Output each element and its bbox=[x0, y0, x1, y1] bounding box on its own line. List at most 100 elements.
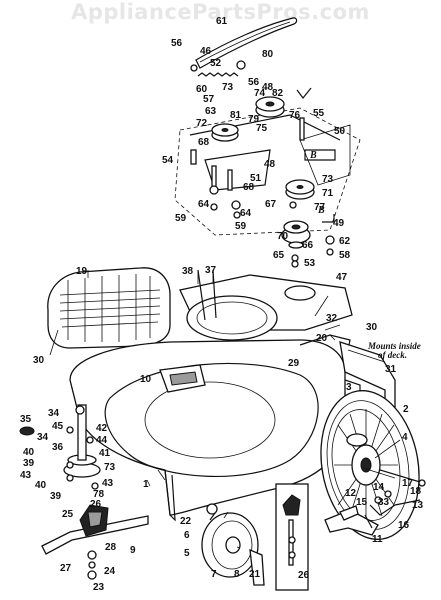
label-40a: 40 bbox=[23, 447, 35, 458]
label-52: 52 bbox=[210, 58, 222, 69]
label-44: 44 bbox=[96, 435, 108, 446]
label-8: 8 bbox=[234, 569, 240, 580]
hub-4 bbox=[346, 433, 368, 447]
drive-belt bbox=[195, 17, 298, 69]
part-35 bbox=[19, 426, 35, 436]
label-73c: 73 bbox=[104, 462, 116, 473]
label-82: 82 bbox=[272, 88, 284, 99]
label-12: 12 bbox=[345, 488, 357, 499]
label-39a: 39 bbox=[23, 458, 35, 469]
label-64a: 64 bbox=[198, 199, 210, 210]
wheel-bolt-21 bbox=[249, 548, 265, 586]
label-32: 32 bbox=[326, 313, 338, 324]
pulley-72 bbox=[211, 123, 239, 142]
label-28: 28 bbox=[105, 542, 117, 553]
blade-hardware bbox=[63, 404, 101, 580]
label-16: 16 bbox=[398, 520, 410, 531]
label-62: 62 bbox=[339, 236, 351, 247]
label-81: 81 bbox=[230, 110, 242, 121]
label-48a: 48 bbox=[262, 82, 274, 93]
label-49: 49 bbox=[333, 218, 345, 229]
label-55: 55 bbox=[313, 108, 325, 119]
label-80: 80 bbox=[262, 49, 274, 60]
label-7: 7 bbox=[211, 569, 217, 580]
label-41: 41 bbox=[99, 448, 111, 459]
label-56b: 56 bbox=[248, 77, 260, 88]
leader-lines bbox=[49, 270, 401, 549]
label-15: 15 bbox=[356, 497, 368, 508]
label-60: 60 bbox=[196, 84, 208, 95]
label-54: 54 bbox=[162, 155, 174, 166]
part-labels: 61 56 46 52 80 60 73 56 48 57 74 82 63 8… bbox=[20, 16, 424, 593]
label-43b: 43 bbox=[102, 478, 114, 489]
label-68b: 68 bbox=[243, 182, 255, 193]
label-21: 21 bbox=[249, 569, 261, 580]
label-11: 11 bbox=[372, 534, 383, 545]
label-5: 5 bbox=[184, 548, 190, 559]
label-37: 37 bbox=[205, 265, 217, 276]
label-3: 3 bbox=[346, 382, 352, 393]
label-78: 78 bbox=[93, 489, 105, 500]
label-74: 74 bbox=[254, 88, 266, 99]
label-19: 19 bbox=[76, 266, 88, 277]
mounts-note-line2: of deck. bbox=[378, 350, 407, 360]
label-72: 72 bbox=[196, 118, 208, 129]
label-73a: 73 bbox=[222, 82, 234, 93]
label-18: 18 bbox=[410, 486, 422, 497]
label-66: 66 bbox=[302, 240, 314, 251]
label-58: 58 bbox=[339, 250, 351, 261]
label-57: 57 bbox=[203, 94, 215, 105]
label-76: 76 bbox=[289, 110, 301, 121]
hardware-top bbox=[190, 87, 335, 268]
label-67: 67 bbox=[265, 199, 277, 210]
pulley-82 bbox=[255, 96, 285, 118]
label-b2: B bbox=[317, 205, 325, 216]
label-71: 71 bbox=[322, 188, 334, 199]
rear-wheel-2 bbox=[320, 390, 426, 540]
pulley-70 bbox=[281, 220, 311, 249]
label-42: 42 bbox=[96, 423, 108, 434]
label-70: 70 bbox=[277, 231, 289, 242]
label-68a: 68 bbox=[198, 137, 210, 148]
label-34b: 34 bbox=[37, 432, 49, 443]
pulley-71 bbox=[285, 179, 315, 200]
label-17: 17 bbox=[402, 478, 414, 489]
label-34a: 34 bbox=[48, 408, 60, 419]
label-30a: 30 bbox=[33, 355, 45, 366]
bracket-10 bbox=[159, 364, 206, 393]
label-13: 13 bbox=[412, 500, 424, 511]
spring-60 bbox=[197, 72, 239, 77]
label-45: 45 bbox=[52, 421, 64, 432]
label-36: 36 bbox=[52, 442, 64, 453]
label-77: 77 bbox=[314, 202, 326, 213]
washer-52 bbox=[236, 60, 246, 70]
engine-cover-19 bbox=[47, 267, 171, 349]
label-14: 14 bbox=[373, 482, 385, 493]
label-2: 2 bbox=[403, 404, 409, 415]
label-59b: 59 bbox=[235, 221, 247, 232]
label-9: 9 bbox=[130, 545, 136, 556]
label-47: 47 bbox=[336, 272, 348, 283]
mounts-note-line1: Mounts inside bbox=[367, 341, 421, 351]
label-73b: 73 bbox=[322, 174, 334, 185]
inset-26 bbox=[275, 483, 309, 591]
label-39b: 39 bbox=[50, 491, 62, 502]
label-51: 51 bbox=[250, 173, 262, 184]
label-23: 23 bbox=[93, 582, 105, 593]
label-75: 75 bbox=[256, 123, 268, 134]
blade-adapter-25 bbox=[79, 504, 109, 537]
watermark: AppliancePartsPros.com bbox=[71, 0, 370, 24]
label-43a: 43 bbox=[20, 470, 32, 481]
label-38: 38 bbox=[182, 266, 194, 277]
wheel-nut-22 bbox=[206, 503, 218, 515]
label-33: 33 bbox=[378, 497, 390, 508]
label-20: 20 bbox=[316, 333, 328, 344]
label-40b: 40 bbox=[35, 480, 47, 491]
label-61: 61 bbox=[216, 16, 228, 27]
label-48b: 48 bbox=[264, 159, 276, 170]
label-4: 4 bbox=[402, 432, 408, 443]
label-79a: 79 bbox=[248, 114, 260, 125]
label-25: 25 bbox=[62, 509, 74, 520]
